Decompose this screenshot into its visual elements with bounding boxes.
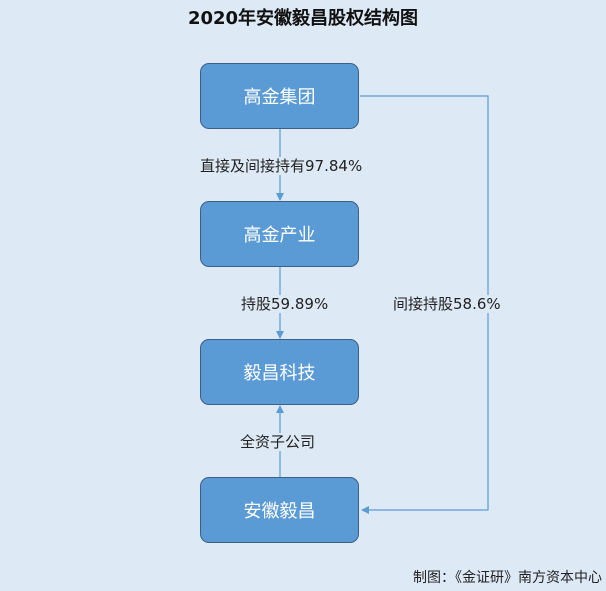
node-yichang-tech: 毅昌科技 <box>200 339 359 405</box>
edge-label-industry-to-tech: 持股59.89% <box>240 295 330 313</box>
node-anhui-yichang: 安徽毅昌 <box>200 477 359 543</box>
edge-label-group-to-anhui: 间接持股58.6% <box>392 295 502 313</box>
edge-label-anhui-to-tech: 全资子公司 <box>239 433 317 451</box>
node-gaojin-group: 高金集团 <box>200 63 359 129</box>
node-gaojin-industry: 高金产业 <box>200 201 359 267</box>
diagram-title: 2020年安徽毅昌股权结构图 <box>187 8 419 29</box>
source-credit: 制图：《金证研》南方资本中心 <box>413 570 602 586</box>
edge-label-group-to-industry: 直接及间接持有97.84% <box>199 157 364 175</box>
